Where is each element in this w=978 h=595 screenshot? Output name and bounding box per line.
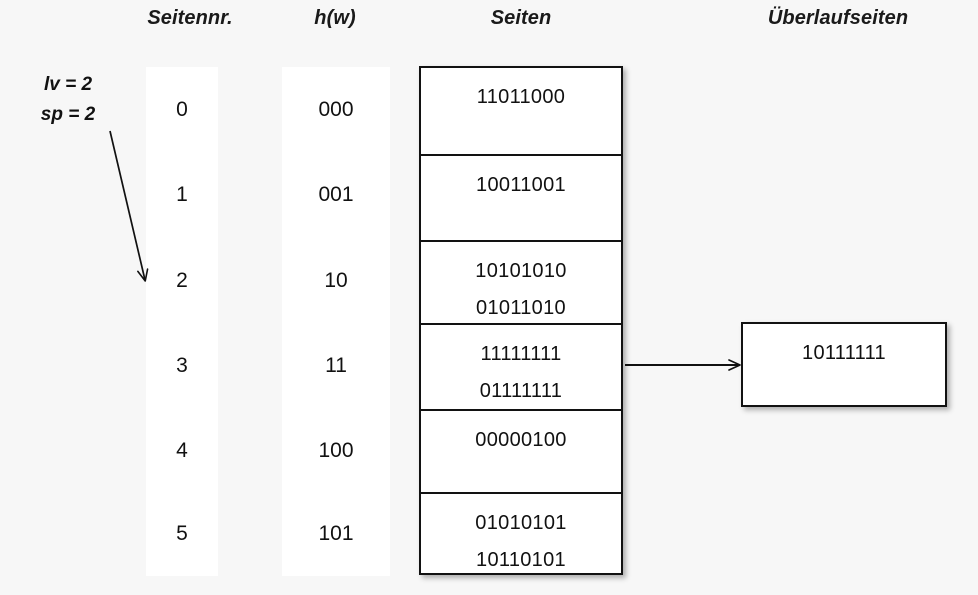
hw-cell: 101: [318, 521, 354, 545]
page-entry: 00000100: [475, 429, 567, 451]
page-entry: 01010101: [475, 512, 567, 534]
page-entry: 10110101: [476, 549, 566, 571]
page-entry: 11011000: [476, 86, 566, 108]
seitennr-column: 0 1 2 3 4 5: [146, 67, 218, 576]
column-header-seitennr: Seitennr.: [147, 7, 233, 29]
hw-cell: 001: [318, 182, 354, 206]
page-entry: 10101010: [475, 260, 567, 282]
page-entry: 11111111: [480, 343, 562, 365]
seitennr-cell: 0: [176, 97, 188, 121]
page-entry: 01111111: [479, 380, 563, 402]
seitennr-cell: 5: [176, 521, 188, 545]
page-row: 10011001: [421, 154, 621, 240]
page-row: 01010101 10110101: [421, 492, 621, 577]
param-sp: sp = 2: [40, 104, 96, 125]
parameter-block: lv = 2 sp = 2: [8, 70, 128, 130]
column-header-seiten: Seiten: [490, 7, 552, 29]
page-entry: 10011001: [476, 174, 566, 196]
hw-column: 000 001 10 11 100 101: [282, 67, 390, 576]
page-row: 00000100: [421, 409, 621, 492]
seitennr-cell: 1: [176, 182, 188, 206]
seitennr-cell: 2: [176, 268, 188, 292]
hw-cell: 10: [324, 268, 348, 292]
param-lv: lv = 2: [43, 74, 93, 95]
column-header-hw: h(w): [314, 7, 356, 29]
seitennr-cell: 4: [176, 438, 188, 462]
page-row: 10101010 01011010: [421, 240, 621, 323]
overflow-page-entry: 10111111: [802, 342, 886, 364]
page-row: 11111111 01111111: [421, 323, 621, 409]
hw-cell: 11: [325, 353, 347, 377]
pointer-arrow-lv-sp: [109, 130, 149, 282]
column-header-ueberlaufseiten: Überlaufseiten: [767, 7, 909, 29]
page-entry: 01011010: [476, 297, 566, 319]
overflow-page-box: 10111111: [741, 322, 947, 407]
page-row: 11011000: [421, 68, 621, 154]
hw-cell: 000: [318, 97, 354, 121]
hw-cell: 100: [318, 438, 354, 462]
seitennr-cell: 3: [176, 353, 188, 377]
pages-table: 11011000 10011001 10101010 01011010 1111…: [419, 66, 623, 575]
